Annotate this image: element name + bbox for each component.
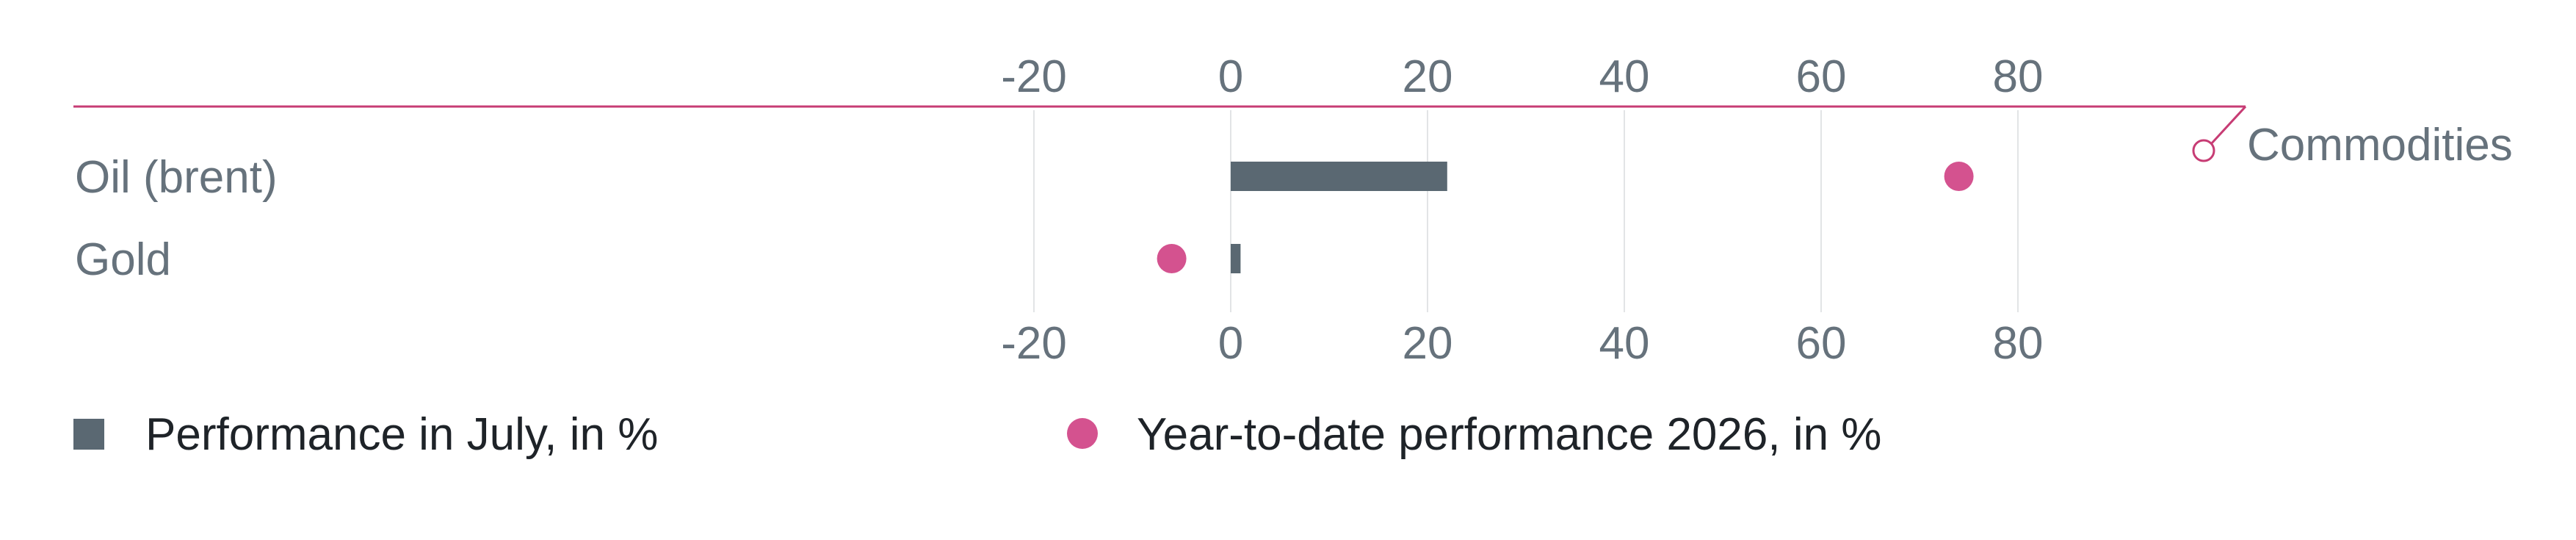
x-tick-label-top: 80 bbox=[1993, 51, 2044, 102]
legend-dot-swatch bbox=[1067, 418, 1098, 449]
gridlines bbox=[1033, 110, 2019, 312]
x-tick-label-bottom: 20 bbox=[1403, 318, 1453, 369]
x-tick-label-bottom: 0 bbox=[1218, 318, 1243, 369]
top-axis-ticks: -20 0 20 40 60 80 bbox=[1001, 51, 2043, 102]
dot-gold bbox=[1157, 244, 1187, 273]
bars bbox=[1231, 162, 1447, 273]
legend: Performance in July, in % Year-to-date p… bbox=[73, 409, 1881, 460]
category-label: Oil (brent) bbox=[75, 152, 278, 203]
legend-bar-swatch bbox=[73, 419, 104, 450]
legend-dot-label: Year-to-date performance 2026, in % bbox=[1137, 409, 1881, 460]
x-tick-label-top: 0 bbox=[1218, 51, 1243, 102]
section-label: Commodities bbox=[2247, 120, 2513, 170]
bar-gold bbox=[1231, 244, 1241, 273]
category-label: Gold bbox=[75, 234, 171, 285]
x-tick-label-bottom: 60 bbox=[1796, 318, 1847, 369]
x-tick-label-top: -20 bbox=[1001, 51, 1067, 102]
section-marker bbox=[2192, 139, 2215, 162]
x-tick-label-bottom: 80 bbox=[1993, 318, 2044, 369]
bottom-axis-ticks: -20 0 20 40 60 80 bbox=[1001, 318, 2043, 369]
x-tick-label-bottom: 40 bbox=[1599, 318, 1650, 369]
section-leader-line bbox=[2210, 105, 2247, 145]
x-tick-label-bottom: -20 bbox=[1001, 318, 1067, 369]
x-tick-label-top: 20 bbox=[1403, 51, 1453, 102]
x-tick-label-top: 60 bbox=[1796, 51, 1847, 102]
bar-oil bbox=[1231, 162, 1447, 191]
x-tick-label-top: 40 bbox=[1599, 51, 1650, 102]
dots bbox=[1157, 162, 1974, 273]
category-labels: Oil (brent) Gold bbox=[75, 152, 278, 285]
dot-oil bbox=[1944, 162, 1974, 191]
legend-bar-label: Performance in July, in % bbox=[145, 409, 658, 460]
